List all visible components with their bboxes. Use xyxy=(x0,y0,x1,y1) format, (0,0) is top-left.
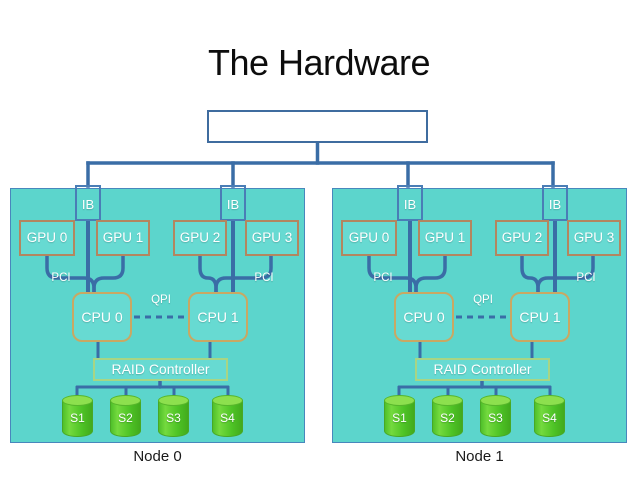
storage-disk-cylinder: S2 xyxy=(432,395,463,437)
ib-adapter: IB xyxy=(220,185,246,221)
disk-label: S4 xyxy=(542,411,557,425)
storage-disk-cylinder: S3 xyxy=(158,395,189,437)
gpu-box: GPU 3 xyxy=(567,220,621,256)
raid-controller-box: RAID Controller xyxy=(93,358,228,381)
node-1-label: Node 1 xyxy=(455,448,504,465)
disk-label: S2 xyxy=(440,411,455,425)
disk-body xyxy=(534,400,565,437)
ib-adapter: IB xyxy=(75,185,101,221)
qpi-label: QPI xyxy=(473,294,493,306)
disk-body xyxy=(480,400,511,437)
node-0-content: IB IB GPU 0 GPU 1 GPU 2 GPU 3 PCI PCI CP… xyxy=(10,185,305,443)
disk-label: S1 xyxy=(70,411,85,425)
disk-top-ellipse xyxy=(534,395,565,406)
gpu-box: GPU 2 xyxy=(173,220,227,256)
storage-disk-cylinder: S1 xyxy=(62,395,93,437)
gpu-box: GPU 1 xyxy=(96,220,150,256)
raid-controller-box: RAID Controller xyxy=(415,358,550,381)
disk-body xyxy=(384,400,415,437)
disk-label: S2 xyxy=(118,411,133,425)
disk-label: S3 xyxy=(488,411,503,425)
disk-label: S3 xyxy=(166,411,181,425)
cpu-box: CPU 0 xyxy=(394,292,454,342)
gpu-box: GPU 1 xyxy=(418,220,472,256)
disk-body xyxy=(432,400,463,437)
disk-top-ellipse xyxy=(480,395,511,406)
storage-disk-cylinder: S2 xyxy=(110,395,141,437)
cpu-box: CPU 0 xyxy=(72,292,132,342)
disk-top-ellipse xyxy=(62,395,93,406)
disk-top-ellipse xyxy=(158,395,189,406)
pci-label: PCI xyxy=(373,272,393,284)
storage-disk-cylinder: S3 xyxy=(480,395,511,437)
pci-label: PCI xyxy=(576,272,596,284)
disk-top-ellipse xyxy=(432,395,463,406)
node-1-content: IB IB GPU 0 GPU 1 GPU 2 GPU 3 PCI PCI CP… xyxy=(332,185,627,443)
ib-adapter: IB xyxy=(542,185,568,221)
slide-title: The Hardware xyxy=(207,42,431,83)
disk-top-ellipse xyxy=(212,395,243,406)
disk-body xyxy=(110,400,141,437)
storage-disk-cylinder: S1 xyxy=(384,395,415,437)
gpu-box: GPU 0 xyxy=(19,220,75,256)
ib-adapter: IB xyxy=(397,185,423,221)
node-0-label: Node 0 xyxy=(133,448,182,465)
disk-label: S4 xyxy=(220,411,235,425)
qpi-label: QPI xyxy=(151,294,171,306)
gpu-box: GPU 2 xyxy=(495,220,549,256)
gpu-box: GPU 3 xyxy=(245,220,299,256)
storage-disk-cylinder: S4 xyxy=(212,395,243,437)
storage-disk-cylinder: S4 xyxy=(534,395,565,437)
disk-label: S1 xyxy=(392,411,407,425)
cpu-box: CPU 1 xyxy=(510,292,570,342)
pci-label: PCI xyxy=(51,272,71,284)
root-switch-box xyxy=(207,110,428,143)
disk-body xyxy=(212,400,243,437)
disk-top-ellipse xyxy=(384,395,415,406)
disk-body xyxy=(158,400,189,437)
disk-body xyxy=(62,400,93,437)
disk-top-ellipse xyxy=(110,395,141,406)
cpu-box: CPU 1 xyxy=(188,292,248,342)
pci-label: PCI xyxy=(254,272,274,284)
gpu-box: GPU 0 xyxy=(341,220,397,256)
